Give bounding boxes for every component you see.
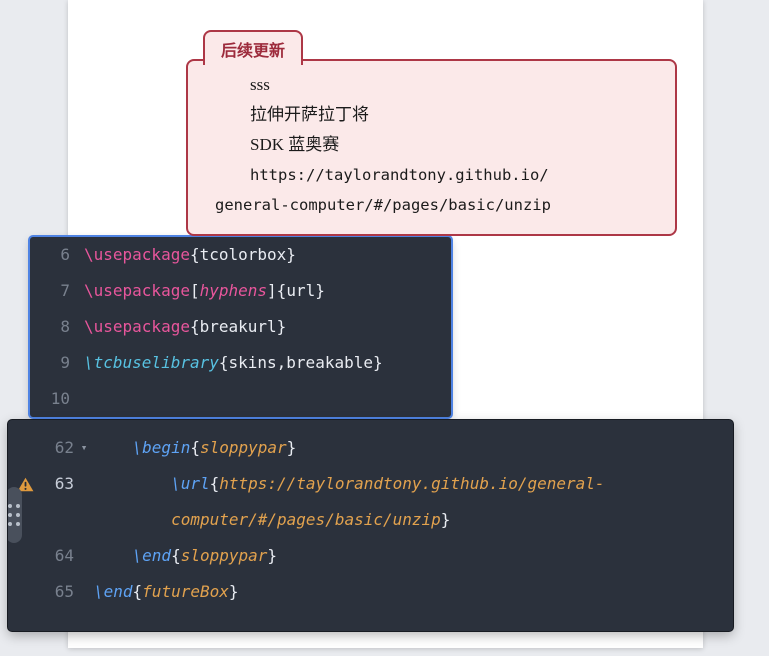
- code-line-row[interactable]: 6 \usepackage{tcolorbox}: [30, 237, 451, 273]
- code-editor-body[interactable]: 62 ▾ \begin{sloppypar} 63 \url{https://tay…: [8, 420, 733, 631]
- gutter-fold-space: [74, 538, 94, 574]
- line-number: 65: [54, 582, 74, 601]
- gutter-fold-space: [70, 345, 84, 381]
- drag-handle[interactable]: [8, 487, 22, 543]
- note-text-line: SDK 蓝奥赛: [250, 135, 340, 154]
- line-number: 63: [54, 474, 74, 493]
- code-line-row[interactable]: 8 \usepackage{breakurl}: [30, 309, 451, 345]
- gutter-fold-space: [70, 237, 84, 273]
- line-number: 62: [54, 438, 74, 457]
- code-line-row[interactable]: computer/#/pages/basic/unzip}: [8, 502, 733, 538]
- line-number: 8: [60, 317, 70, 336]
- code-line-row[interactable]: 10: [30, 381, 451, 417]
- code-line-row[interactable]: 63 \url{https://taylorandtony.github.io/…: [8, 466, 733, 502]
- code-line[interactable]: \usepackage{tcolorbox}: [84, 245, 296, 264]
- code-line[interactable]: \url{https://taylorandtony.github.io/gen…: [171, 474, 605, 493]
- code-line[interactable]: \end{sloppypar}: [132, 546, 278, 565]
- gutter-warn-space: [8, 430, 42, 466]
- gutter-fold-space: [74, 502, 94, 538]
- code-line-row[interactable]: 65 \end{futureBox}: [8, 574, 733, 610]
- code-line[interactable]: \usepackage[hyphens]{url}: [84, 281, 325, 300]
- note-tab: 后续更新: [203, 30, 303, 65]
- gutter-fold-space: [70, 273, 84, 309]
- code-line-row[interactable]: 7 \usepackage[hyphens]{url}: [30, 273, 451, 309]
- note-text-line: sss: [250, 75, 270, 94]
- code-line[interactable]: \begin{sloppypar}: [132, 438, 297, 457]
- note-box: sss 拉伸开萨拉丁将 SDK 蓝奥赛 https://taylorandton…: [186, 59, 677, 236]
- code-line[interactable]: computer/#/pages/basic/unzip}: [171, 510, 451, 529]
- code-line-row[interactable]: 62 ▾ \begin{sloppypar}: [8, 430, 733, 466]
- line-number: 9: [60, 353, 70, 372]
- gutter-warn-space: [8, 574, 42, 610]
- code-line-row[interactable]: 9 \tcbuselibrary{skins,breakable}: [30, 345, 451, 381]
- gutter-fold-space: [74, 574, 94, 610]
- note-url-line: https://taylorandtony.github.io/: [250, 166, 549, 184]
- gutter-fold-space: [70, 309, 84, 345]
- gutter-warn-space: [8, 538, 42, 574]
- note-url-line: general-computer/#/pages/basic/unzip: [215, 196, 551, 214]
- line-number: 6: [60, 245, 70, 264]
- note-text-line: 拉伸开萨拉丁将: [250, 105, 369, 124]
- code-editor-preamble[interactable]: 6 \usepackage{tcolorbox} 7 \usepackage[hyph…: [30, 237, 451, 417]
- line-number: 7: [60, 281, 70, 300]
- code-line-row[interactable]: 64 \end{sloppypar}: [8, 538, 733, 574]
- code-line[interactable]: \usepackage{breakurl}: [84, 317, 287, 336]
- fold-arrow-icon[interactable]: ▾: [80, 441, 88, 454]
- code-line[interactable]: [84, 381, 451, 417]
- code-line[interactable]: \tcbuselibrary{skins,breakable}: [84, 353, 383, 372]
- line-number: [42, 502, 74, 538]
- warning-icon: [8, 466, 42, 502]
- code-line[interactable]: \end{futureBox}: [94, 582, 239, 601]
- gutter-fold-space: [70, 381, 84, 417]
- line-number: 10: [50, 389, 70, 408]
- line-number: 64: [54, 546, 74, 565]
- gutter-fold-space: [74, 466, 94, 502]
